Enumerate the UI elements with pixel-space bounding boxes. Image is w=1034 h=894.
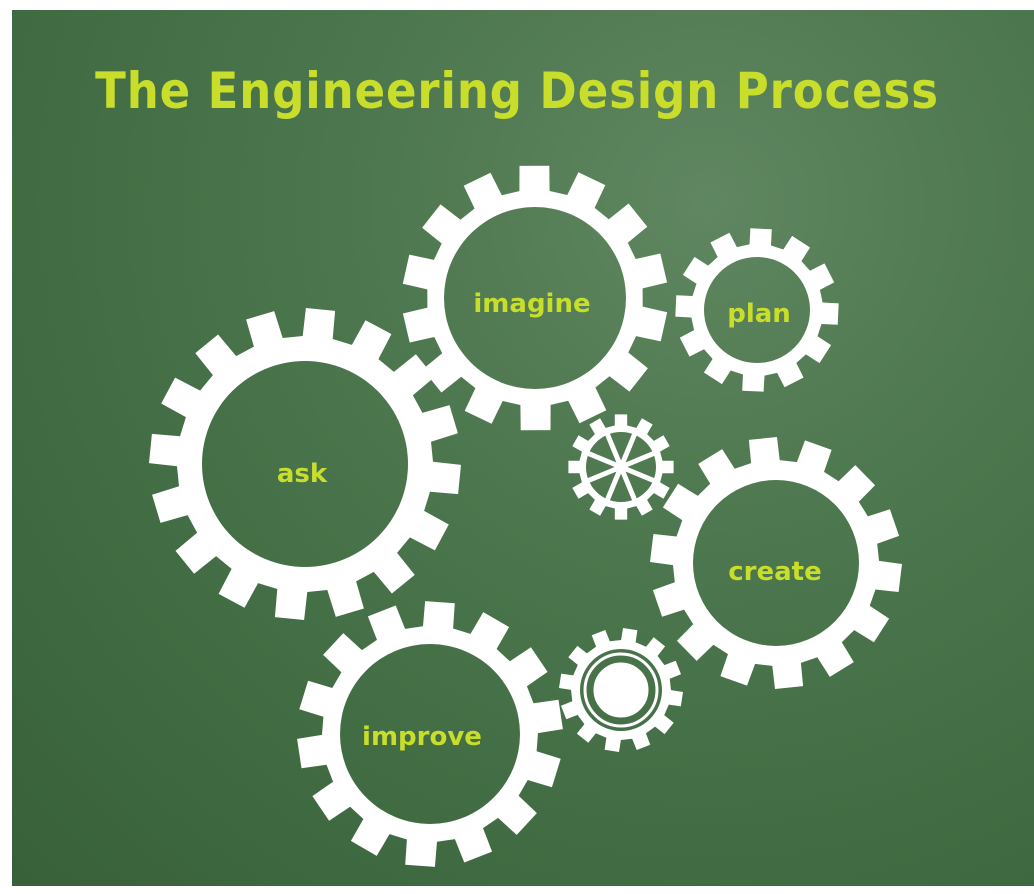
gear-spoke: [620, 450, 656, 470]
gear-ask: [149, 308, 461, 620]
step-label-create: create: [728, 557, 821, 587]
gear-spoke: [620, 464, 656, 484]
gear-core: [593, 662, 649, 718]
gear-spoke: [604, 466, 624, 502]
gear-improve: [297, 601, 563, 867]
step-label-improve: improve: [362, 722, 482, 752]
gear-spoke: [618, 466, 638, 502]
gear-spoke: [586, 464, 622, 484]
gear-small-ring: [559, 628, 683, 752]
gear-imagine: [402, 165, 668, 431]
step-label-plan: plan: [727, 299, 791, 329]
gear-spoke: [586, 450, 622, 470]
gear-create: [650, 437, 902, 689]
gear-spoke: [618, 432, 638, 468]
gear-small-spoked: [568, 414, 674, 520]
page-title: The Engineering Design Process: [95, 62, 939, 120]
gear-inner-ring: [583, 652, 659, 728]
gear-spoke: [604, 432, 624, 468]
step-label-imagine: imagine: [473, 289, 590, 319]
gear-plan: [675, 228, 839, 392]
step-label-ask: ask: [277, 459, 328, 489]
